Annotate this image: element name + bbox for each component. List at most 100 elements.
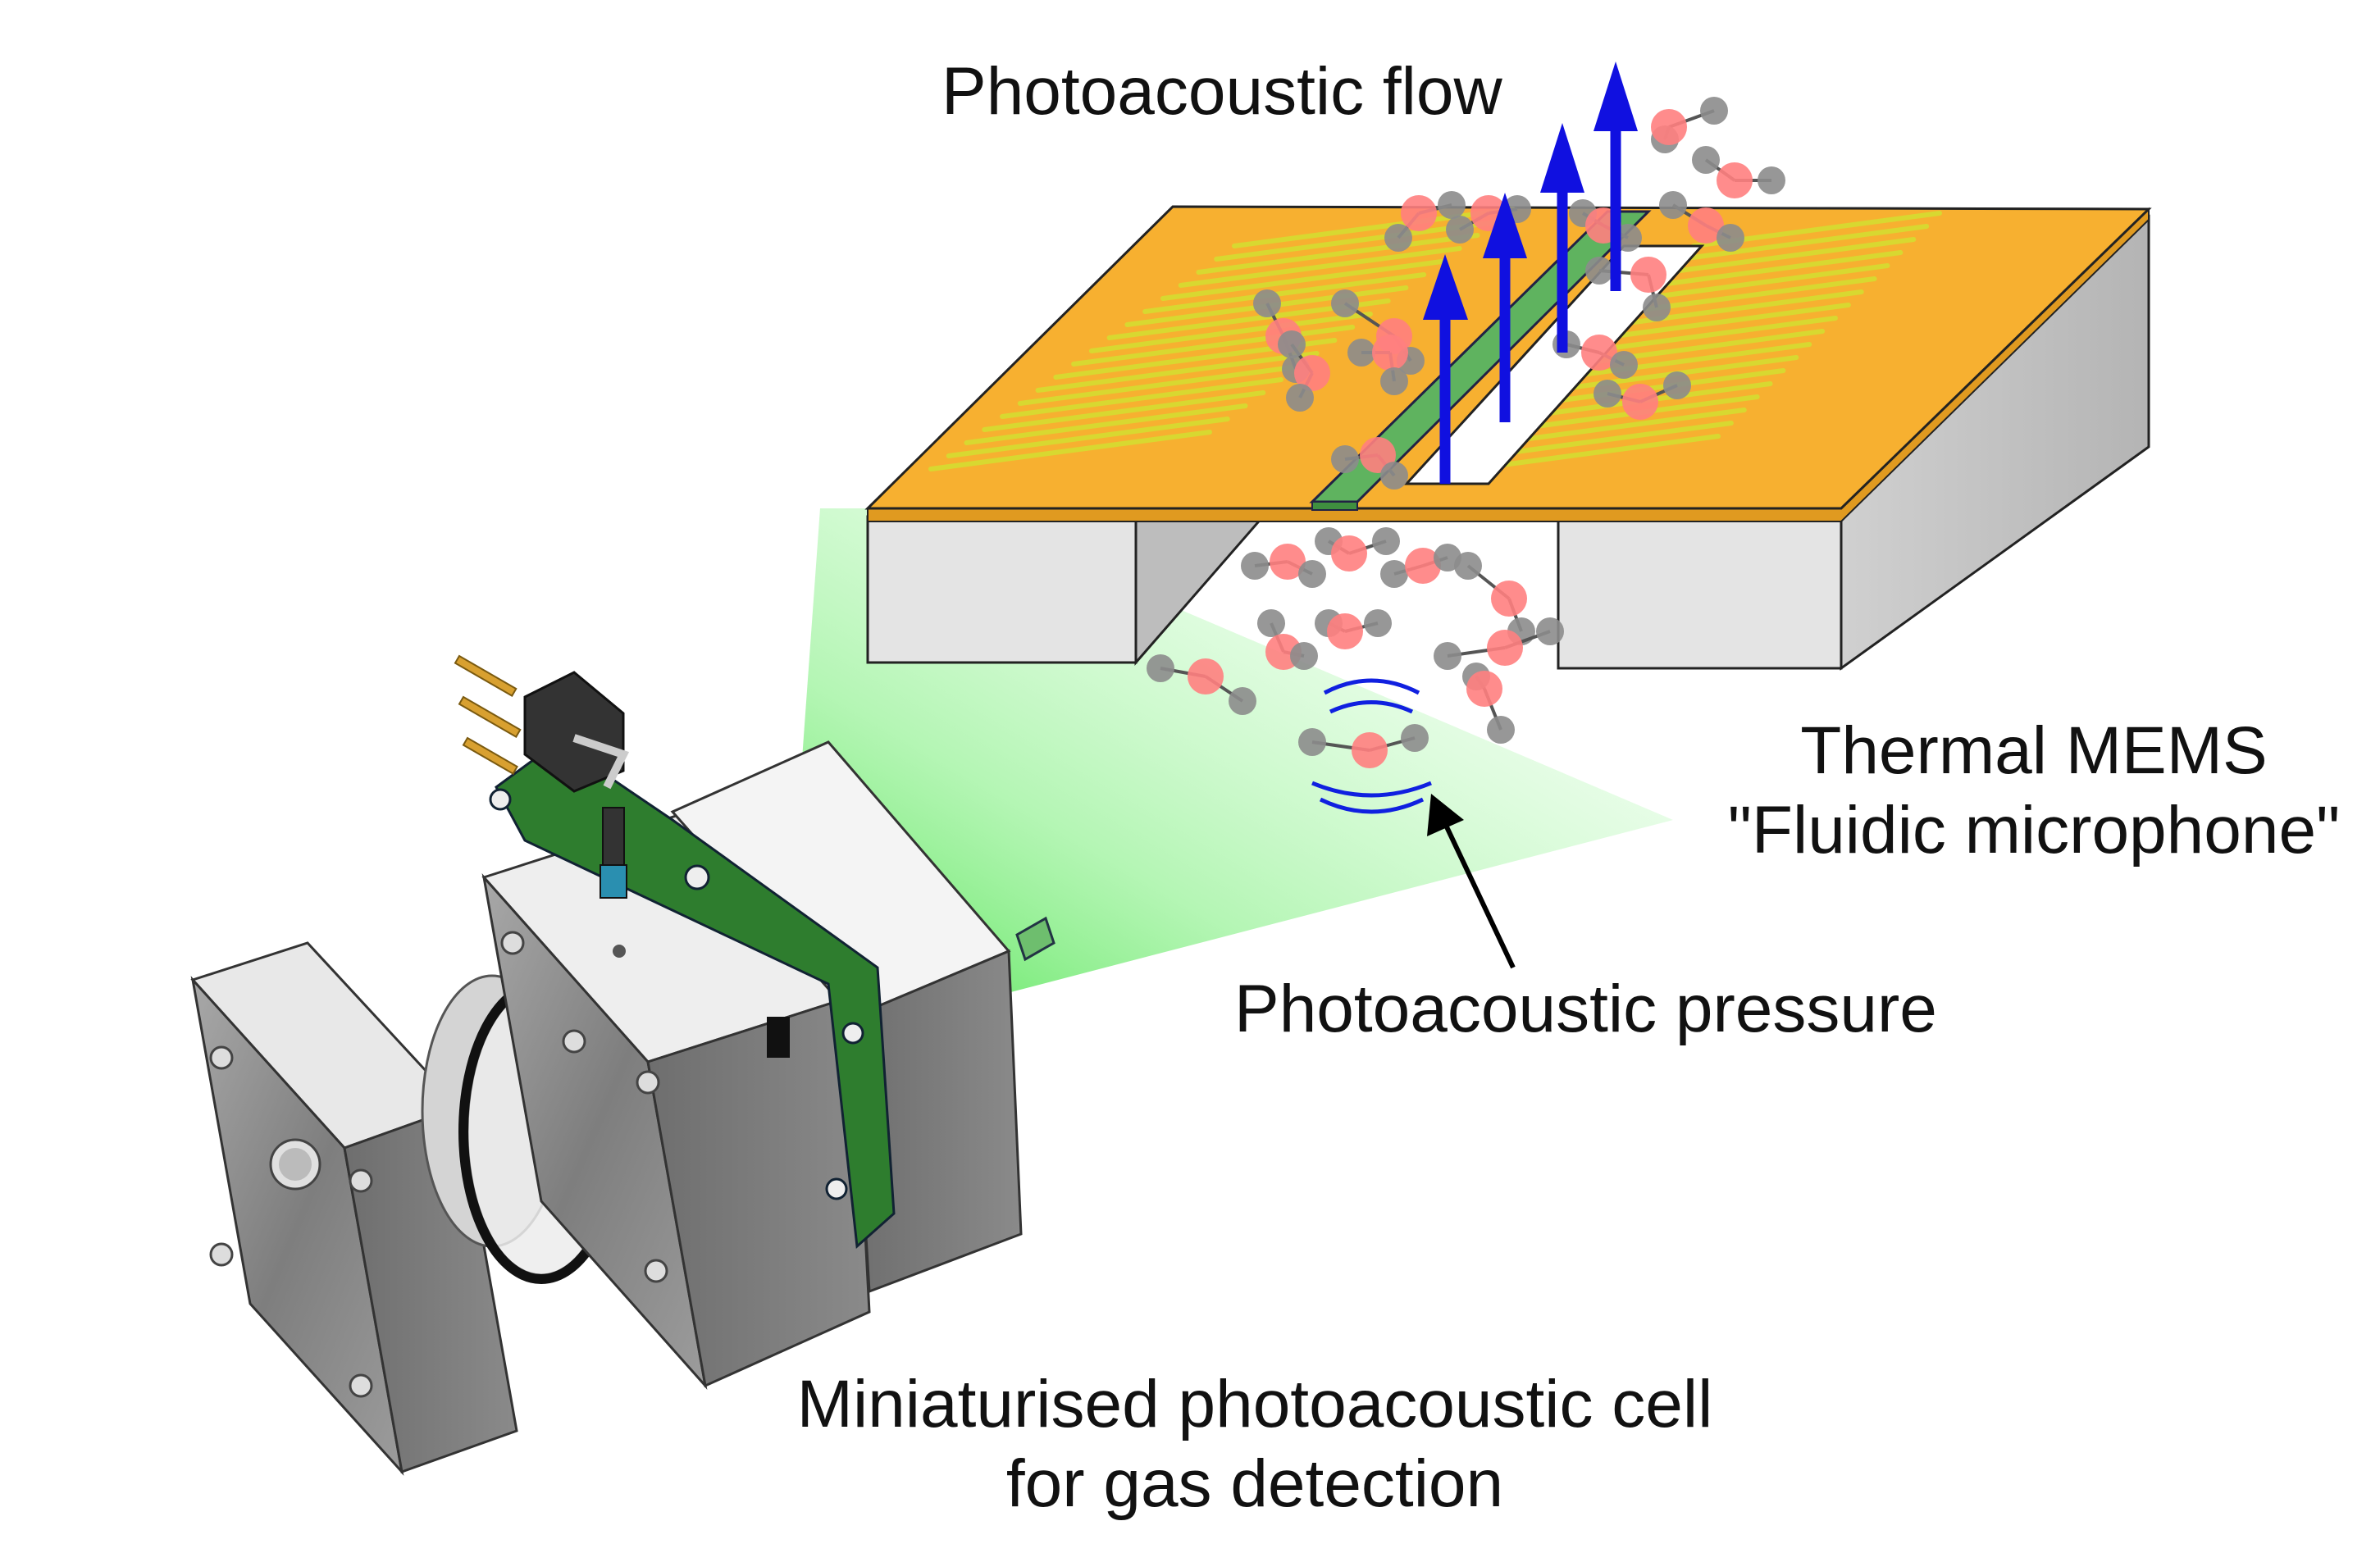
heater-line [1665,237,1917,275]
heater-line [1142,272,1427,314]
oxygen-atom [1717,162,1753,198]
heater-line [1196,233,1480,275]
carbon-atom [1364,609,1392,637]
oxygen-atom [1294,355,1330,391]
carbon-atom [1446,216,1474,244]
carbon-atom [1253,289,1281,317]
heater-line [1586,316,1838,353]
label-thermal-mems-line2: "Fluidic microphone" [1727,792,2341,868]
heater-line [1035,351,1320,393]
molecule [1434,617,1564,670]
heater-line [1088,312,1373,353]
heater-line [1232,207,1516,248]
carbon-atom [1298,728,1326,756]
carbon-atom [1536,617,1564,645]
oxygen-atom [1331,535,1367,572]
carbon-atom [1487,716,1515,744]
label-thermal-mems-line1: Thermal MEMS [1800,713,2268,788]
oxygen-atom [1401,195,1437,231]
label-cell-line1: Miniaturised photoacoustic cell [796,1367,1713,1441]
heater-line [1178,246,1462,288]
heater-line [1000,377,1284,419]
heater-line [1678,224,1930,262]
carbon-atom [1147,654,1174,682]
heater-line [1652,250,1904,288]
molecule [1384,191,1466,252]
carbon-atom [1331,445,1359,473]
label-photoacoustic-pressure: Photoacoustic pressure [1234,972,1937,1046]
flow-arrow-2 [1483,193,1527,422]
carbon-atom [1278,330,1306,358]
flow-arrow-1 [1423,254,1468,484]
carbon-atom [1380,367,1408,395]
molecule [1331,437,1408,490]
carbon-atom [1384,224,1412,252]
carbon-atom [1380,560,1408,588]
carbon-atom [1438,191,1466,219]
flow-arrows [1423,61,1638,484]
molecule [1347,335,1408,395]
heater-line [946,417,1230,458]
molecule [1454,552,1535,645]
oxygen-atom [1405,548,1441,584]
carbon-atom [1298,560,1326,588]
flow-arrow-3 [1540,123,1584,353]
back-block [670,740,1023,1294]
heater-line [928,430,1212,471]
heater-lines-right [1470,211,1942,471]
sensor-bridge-edge [1311,501,1358,511]
flow-arrow-4 [1594,61,1638,291]
molecule [1651,97,1728,153]
photoacoustic-cell [190,654,1055,1476]
membrane-opening [1403,244,1705,485]
oxygen-atom [1651,109,1687,145]
oxygen-atom [1188,658,1224,694]
heater-line [1470,434,1721,471]
heater-line [1160,259,1444,301]
pressure-pointer-arrow [1427,794,1516,969]
carbon-atom [1585,257,1613,285]
pin-header-connector [454,654,630,811]
molecule [1585,257,1671,321]
label-photoacoustic-cell: Miniaturised photoacoustic cell for gas … [681,1365,1829,1524]
substrate-left-front [866,515,1138,664]
molecule [1257,609,1318,670]
carbon-atom [1610,351,1638,379]
heater-line [982,390,1266,432]
carbon-atom [1454,552,1482,580]
molecule [1659,191,1744,252]
heater-line [1017,364,1302,406]
heater-line [1561,342,1812,380]
carbon-atom [1717,224,1744,252]
carbon-atom [1286,384,1314,412]
carbon-atom [1372,527,1400,555]
oxygen-atom [1487,630,1523,666]
carbon-atom [1401,724,1429,752]
molecule [1594,371,1691,420]
oxygen-atom [1688,207,1724,244]
heater-line [964,403,1248,445]
molecule [1147,654,1256,715]
label-thermal-mems: Thermal MEMS "Fluidic microphone" [1689,712,2378,871]
heater-line [1639,263,1890,301]
substrate-right-front [1557,515,1843,670]
carbon-atom [1347,339,1375,367]
oxygen-atom [1327,613,1363,649]
carbon-atom [1434,642,1461,670]
gas-port [1015,916,1055,962]
carbon-atom [1229,687,1256,715]
front-block [190,941,518,1476]
molecule [1278,330,1330,412]
carbon-atom [1663,371,1691,399]
carbon-atom [1758,166,1785,194]
heater-line [1482,421,1734,458]
carbon-atom [1692,146,1720,174]
heater-line [1495,408,1747,445]
carbon-atom [1290,642,1318,670]
molecule [1241,544,1326,588]
carbon-atom [1659,191,1687,219]
label-cell-line2: for gas detection [1005,1446,1504,1521]
oxygen-atom [1372,335,1408,371]
heater-line [1071,325,1356,367]
